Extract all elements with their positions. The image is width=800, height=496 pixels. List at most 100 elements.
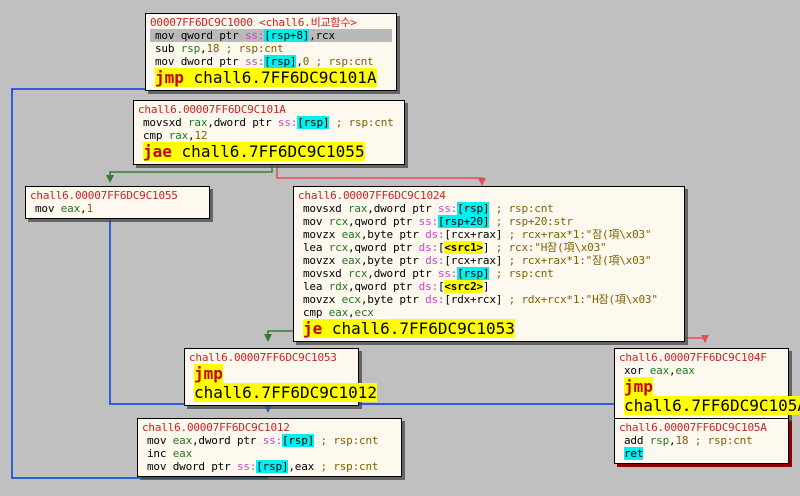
block-00007FF6DC9C1012[interactable]: chall6.00007FF6DC9C1012 mov eax,dword pt… <box>137 418 402 477</box>
instruction-row[interactable]: movzx eax,byte ptr ds:[rcx+rax] ; rcx+ra… <box>298 228 680 241</box>
comma: , <box>669 434 676 447</box>
comment: ; rcx+rax*1:"잠(項\x03" <box>502 228 652 241</box>
instruction-row[interactable]: movsxd rax,dword ptr ss:[rsp] ; rsp:cnt <box>298 202 680 215</box>
instruction-row[interactable]: jmp chall6.7FF6DC9C1012 <box>189 364 378 402</box>
register-2: eax <box>675 364 695 377</box>
operand-size: ,dword ptr <box>207 116 278 129</box>
comment: ; rsp:cnt <box>314 460 379 473</box>
instruction-row[interactable]: mov dword ptr ss:[rsp],0 ; rsp:cnt <box>150 55 392 68</box>
instruction-row[interactable]: mov eax,1 <box>30 202 205 215</box>
instruction-row[interactable]: mov rcx,qword ptr ss:[rsp+20] ; rsp+20:s… <box>298 215 680 228</box>
comma: , <box>200 42 207 55</box>
instruction-row[interactable]: ret <box>619 447 784 460</box>
comment: ; rsp:cnt <box>489 267 554 280</box>
operand-size: ,qword ptr <box>348 280 419 293</box>
instruction-row[interactable]: inc eax <box>142 447 397 460</box>
mnemonic: movsxd <box>303 202 342 215</box>
jump-mnemonic: jmp <box>624 377 653 396</box>
instruction-row[interactable]: sub rsp,18 ; rsp:cnt <box>150 42 392 55</box>
mnemonic: lea <box>303 280 323 293</box>
symbol-src2[interactable]: <src2> <box>444 280 483 293</box>
comment: ; rdx+rcx*1:"H잠(項\x03" <box>502 293 658 306</box>
memory-operand: [rsp] <box>457 267 490 280</box>
register: rax <box>347 202 368 215</box>
operand-size: dword ptr <box>180 55 245 68</box>
operand-size: ,dword ptr <box>367 267 438 280</box>
block-00007FF6DC9C105A[interactable]: chall6.00007FF6DC9C105A add rsp,18 ; rsp… <box>614 418 789 464</box>
register: rcx <box>347 267 368 280</box>
jump-target[interactable]: chall6.7FF6DC9C1055 <box>181 142 365 161</box>
block-00007FF6DC9C101A[interactable]: chall6.00007FF6DC9C101A movsxd rax,dword… <box>133 100 405 165</box>
block-header: chall6.00007FF6DC9C1024 <box>298 189 446 202</box>
block-00007FF6DC9C1053[interactable]: chall6.00007FF6DC9C1053 jmp chall6.7FF6D… <box>184 348 378 406</box>
instruction-row[interactable]: mov qword ptr ss:[rsp+8],rcx <box>150 29 392 42</box>
register: rcx <box>328 241 348 254</box>
immediate: 1 <box>86 202 93 215</box>
block-00007FF6DC9C1024[interactable]: chall6.00007FF6DC9C1024 movsxd rax,dword… <box>293 186 685 342</box>
jump-target[interactable]: chall6.7FF6DC9C101A <box>193 68 377 87</box>
register: eax <box>172 447 192 460</box>
memory-operand: [rsp] <box>281 434 315 447</box>
instruction-row[interactable]: jmp chall6.7FF6DC9C105A <box>619 377 800 415</box>
register: rsp <box>649 434 669 447</box>
jump-target[interactable]: chall6.7FF6DC9C105A <box>624 396 800 415</box>
register-2: ecx <box>354 306 374 319</box>
immediate: 0 <box>302 55 310 68</box>
register: eax <box>341 254 361 267</box>
comment: ; rsp:cnt <box>309 55 374 68</box>
mnemonic: movzx <box>303 293 336 306</box>
operand-size: dword ptr <box>172 460 237 473</box>
instruction-row[interactable]: movzx eax,byte ptr ds:[rcx+rax] ; rcx+ra… <box>298 254 680 267</box>
instruction-row[interactable]: movzx ecx,byte ptr ds:[rdx+rcx] ; rdx+rc… <box>298 293 680 306</box>
block-header: 00007FF6DC9C1000 <chall6.비교함수> <box>150 16 357 29</box>
mnemonic: mov <box>155 29 175 42</box>
symbol-src1[interactable]: <src1> <box>444 241 483 254</box>
block-00007FF6DC9C1055[interactable]: chall6.00007FF6DC9C1055 mov eax,1 <box>25 186 210 219</box>
instruction-row[interactable]: lea rcx,qword ptr ds:[<src1>] ; rcx:"H잠(… <box>298 241 680 254</box>
block-header: chall6.00007FF6DC9C1055 <box>30 189 178 202</box>
segment-prefix: ss: <box>437 267 458 280</box>
instruction-row[interactable]: jae chall6.7FF6DC9C1055 <box>138 142 400 161</box>
jump-target[interactable]: chall6.7FF6DC9C1012 <box>194 383 378 402</box>
jump-target[interactable]: chall6.7FF6DC9C1053 <box>331 319 515 338</box>
segment-prefix: ss: <box>277 116 298 129</box>
operand-size: ,byte ptr <box>360 254 426 267</box>
segment-prefix: ss: <box>236 460 257 473</box>
memory-operand: [rcx+rax] <box>444 254 503 267</box>
block-header: chall6.00007FF6DC9C1053 <box>189 351 337 364</box>
instruction-row[interactable]: cmp eax,ecx <box>298 306 680 319</box>
ret-mnemonic: ret <box>624 447 644 460</box>
block-header: chall6.00007FF6DC9C105A <box>619 421 767 434</box>
instruction-row[interactable]: mov eax,dword ptr ss:[rsp] ; rsp:cnt <box>142 434 397 447</box>
instruction-row[interactable]: xor eax,eax <box>619 364 784 377</box>
jump-mnemonic: jmp <box>155 68 184 87</box>
mnemonic: cmp <box>143 129 163 142</box>
register: eax <box>172 434 192 447</box>
instruction-row[interactable]: movsxd rcx,dword ptr ss:[rsp] ; rsp:cnt <box>298 267 680 280</box>
block-00007FF6DC9C1000[interactable]: 00007FF6DC9C1000 <chall6.비교함수> mov qword… <box>145 13 397 91</box>
operand-size: ,byte ptr <box>360 293 426 306</box>
block-header: chall6.00007FF6DC9C101A <box>138 103 286 116</box>
instruction-row[interactable]: lea rdx,qword ptr ds:[<src2>] <box>298 280 680 293</box>
instruction-row[interactable]: je chall6.7FF6DC9C1053 <box>298 319 680 338</box>
register: rsp <box>180 42 200 55</box>
segment-prefix: ds: <box>418 280 438 293</box>
operand-tail: ,eax <box>288 460 315 473</box>
memory-operand: [rsp] <box>264 55 297 68</box>
register: eax <box>60 202 80 215</box>
instruction-row[interactable]: add rsp,18 ; rsp:cnt <box>619 434 784 447</box>
block-00007FF6DC9C104F[interactable]: chall6.00007FF6DC9C104F xor eax,eax jmp … <box>614 348 800 419</box>
comment: ; rsp:cnt <box>329 116 394 129</box>
block-header: chall6.00007FF6DC9C1012 <box>142 421 290 434</box>
instruction-row[interactable]: cmp rax,12 <box>138 129 400 142</box>
memory-operand: [rsp+20] <box>437 215 490 228</box>
mnemonic: xor <box>624 364 644 377</box>
instruction-row[interactable]: jmp chall6.7FF6DC9C101A <box>150 68 392 87</box>
register: eax <box>328 306 348 319</box>
segment-prefix: ss: <box>244 55 265 68</box>
instruction-row[interactable]: mov dword ptr ss:[rsp],eax ; rsp:cnt <box>142 460 397 473</box>
instruction-row[interactable]: movsxd rax,dword ptr ss:[rsp] ; rsp:cnt <box>138 116 400 129</box>
operand-size: ,dword ptr <box>367 202 438 215</box>
memory-operand: [rsp] <box>297 116 330 129</box>
